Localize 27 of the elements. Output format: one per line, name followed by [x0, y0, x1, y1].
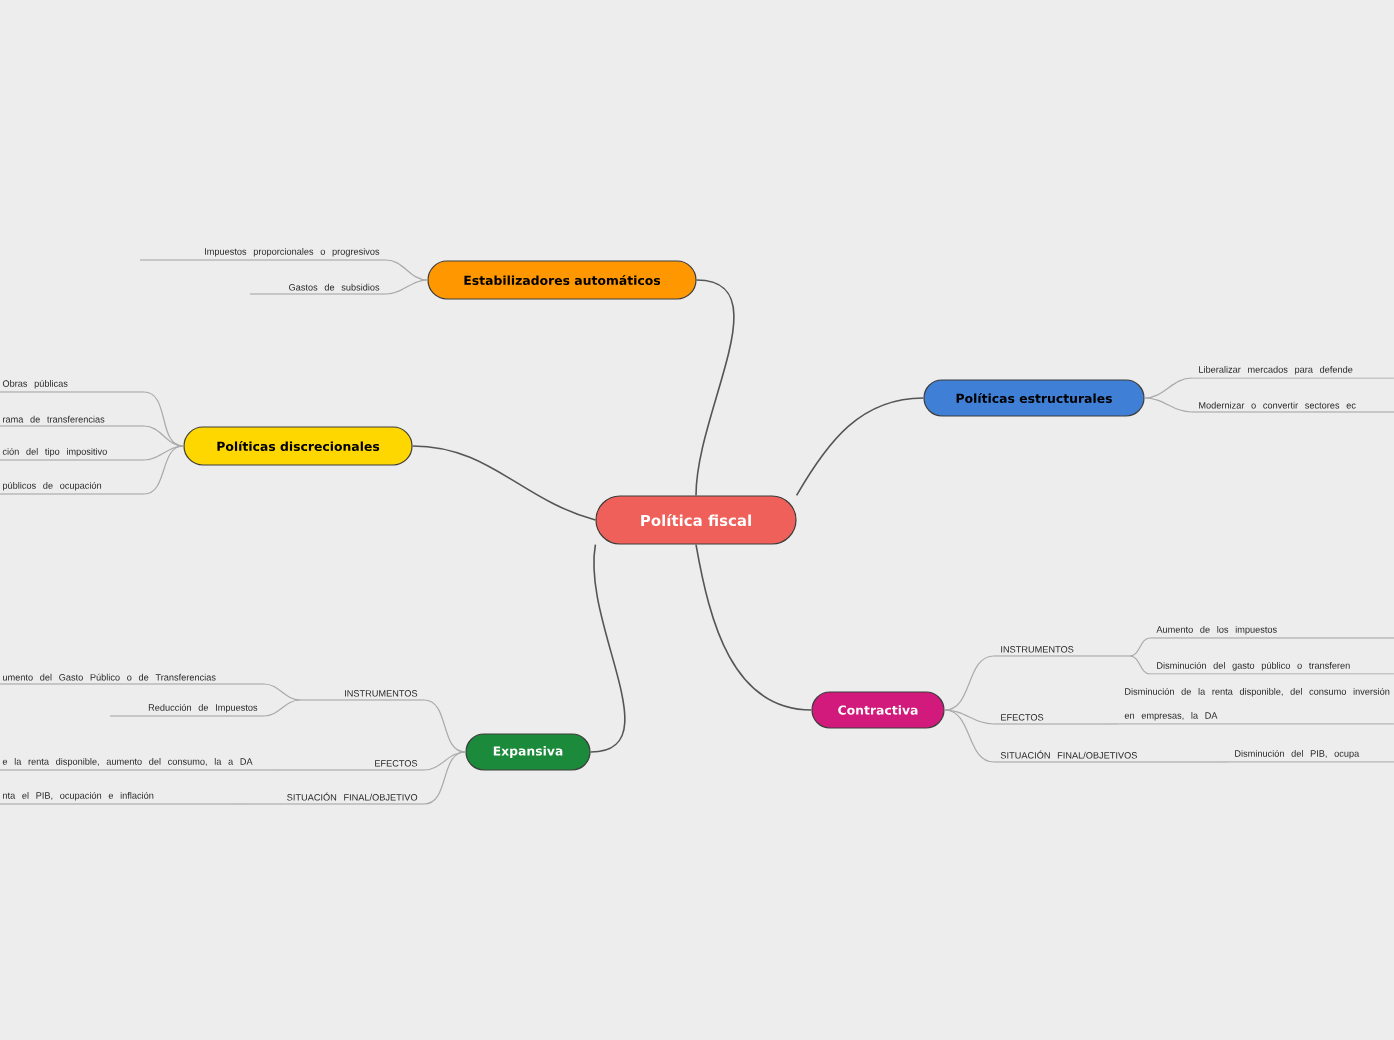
- connector: [1129, 637, 1151, 657]
- connector: [263, 683, 301, 701]
- connector: [1129, 655, 1151, 675]
- connector: [143, 425, 184, 447]
- connector: [263, 699, 301, 717]
- connector: [267, 769, 285, 771]
- connector: [143, 445, 184, 461]
- connector: [944, 709, 995, 763]
- connector: [423, 751, 466, 771]
- connector: [944, 655, 995, 711]
- connector: [1144, 397, 1193, 413]
- connector: [944, 709, 995, 725]
- connector: [143, 445, 184, 495]
- connector: [423, 699, 466, 753]
- connector: [1144, 377, 1193, 399]
- connector: [385, 259, 428, 281]
- connector: [411, 445, 597, 521]
- connector: [231, 803, 249, 805]
- connector: [423, 751, 466, 805]
- connector: [695, 279, 735, 497]
- connector: [143, 391, 184, 447]
- connector: [795, 397, 925, 497]
- connector: [589, 543, 626, 753]
- connector: [1101, 723, 1119, 725]
- connector: [385, 279, 428, 295]
- connector: [695, 543, 813, 711]
- connector: [1211, 761, 1229, 763]
